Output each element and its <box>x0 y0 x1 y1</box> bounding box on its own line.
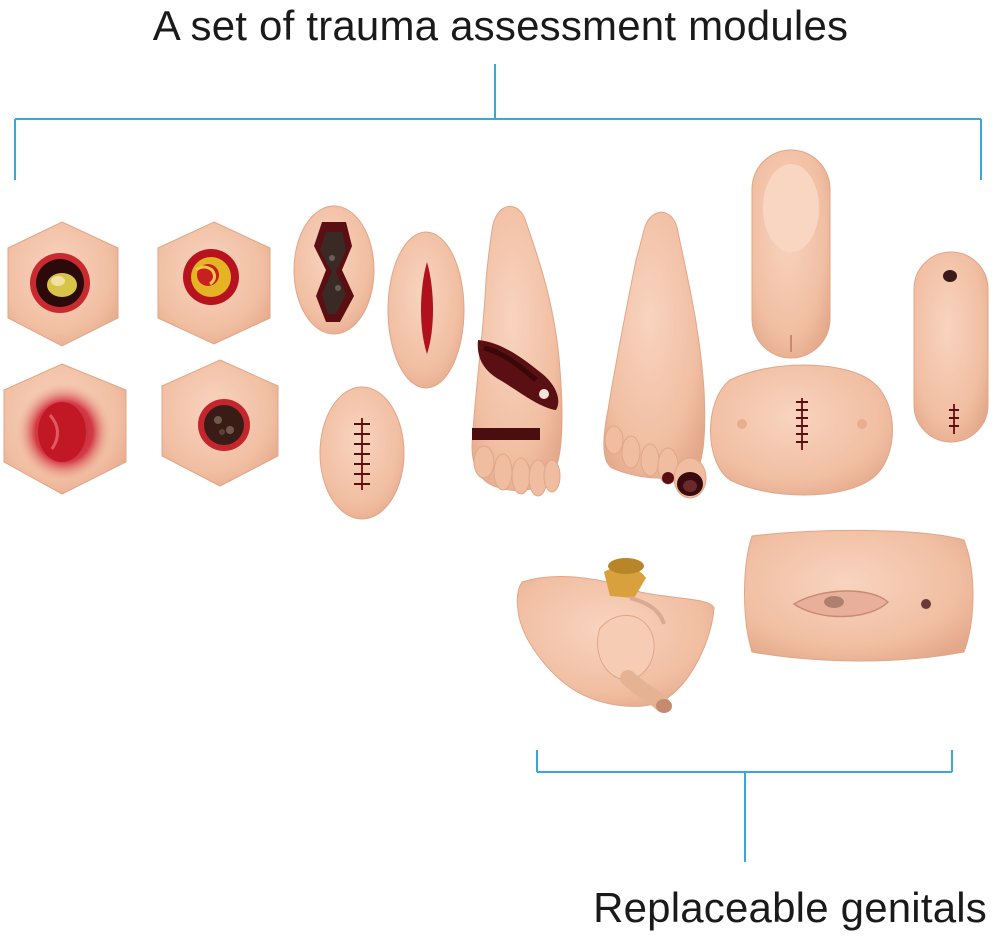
female-genital-module <box>744 529 974 662</box>
hexagon-wound-pad-infected <box>157 221 271 345</box>
oval-pad-laceration-open <box>293 205 375 335</box>
top-bracket <box>14 64 982 180</box>
breast-pad <box>751 149 831 359</box>
abdomen-pad-sutured <box>710 364 893 496</box>
foot-module-toe-wound <box>603 211 707 499</box>
top-caption: A set of trauma assessment modules <box>152 2 849 49</box>
bottom-bracket <box>536 750 953 862</box>
oval-pad-sutured <box>319 386 405 520</box>
male-genital-module <box>516 558 715 713</box>
hexagon-wound-pad-necrotic <box>161 359 279 487</box>
bottom-caption: Replaceable genitals <box>593 884 987 931</box>
hexagon-wound-pad-abrasion <box>3 363 127 495</box>
hexagon-wound-pad-slough <box>7 221 119 347</box>
foot-module-crush-injury <box>471 205 563 497</box>
oval-pad-incision <box>387 231 465 389</box>
stoma-pad-sutured <box>913 251 989 443</box>
